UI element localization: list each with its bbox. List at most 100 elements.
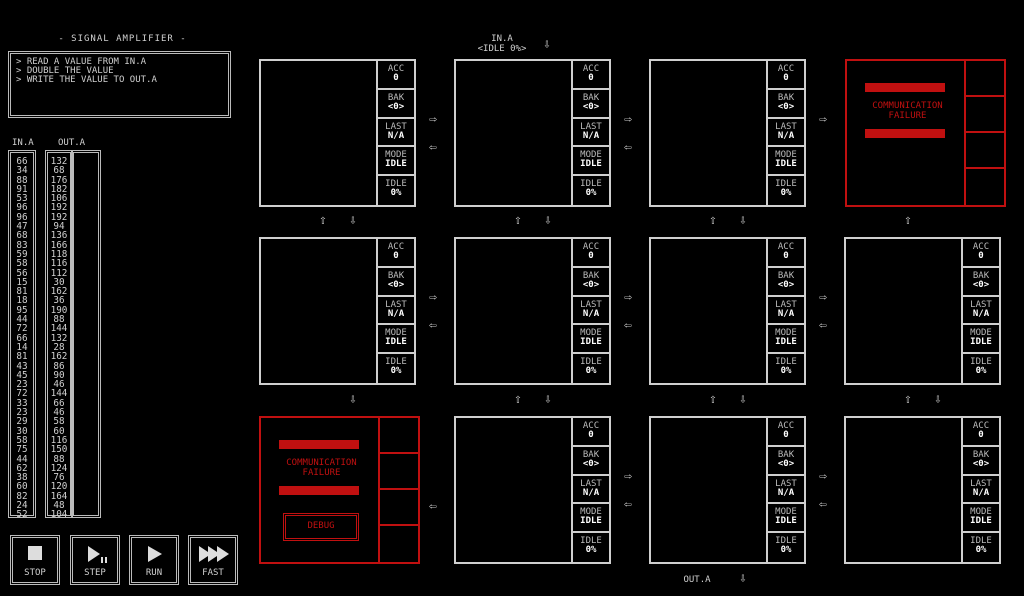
- register-label: LAST: [580, 478, 602, 489]
- step-button[interactable]: STEP: [70, 535, 120, 585]
- arrow-right: ⇨: [624, 469, 632, 484]
- register-label: ACC: [972, 242, 990, 252]
- register-value: 0%: [780, 545, 792, 556]
- arrow-left: ⇦: [429, 140, 437, 155]
- out-value: 162: [50, 351, 68, 363]
- register-label: LAST: [775, 299, 797, 310]
- in-value: 34: [16, 165, 28, 177]
- out-value: 116: [50, 258, 68, 270]
- description-line: > READ A VALUE FROM IN.A: [16, 57, 147, 67]
- arrow-right: ⇨: [429, 290, 437, 305]
- fast-button[interactable]: FAST: [188, 535, 238, 585]
- input-status: <IDLE 0%>: [477, 44, 527, 54]
- fail-bar: [865, 83, 945, 92]
- register-bak: BAK<0>: [963, 268, 999, 297]
- register-value: <0>: [387, 279, 405, 290]
- input-name: IN.A: [491, 34, 513, 44]
- node-code[interactable]: [651, 61, 772, 205]
- arrow-up: ⇧: [514, 392, 522, 407]
- out-value: 166: [50, 239, 68, 251]
- node-code[interactable]: [846, 418, 967, 562]
- node-code[interactable]: [456, 239, 577, 383]
- arrow-right: ⇨: [429, 112, 437, 127]
- register-cell: [966, 61, 1004, 97]
- register-label: BAK: [777, 449, 795, 460]
- out-value: 46: [53, 379, 65, 391]
- register-value: <0>: [972, 458, 990, 469]
- puzzle-description: > READ A VALUE FROM IN.A > DOUBLE THE VA…: [8, 51, 231, 118]
- out-value: 182: [50, 183, 68, 195]
- node-code[interactable]: [651, 239, 772, 383]
- register-cell: [966, 133, 1004, 169]
- arrow-up: ⇧: [904, 392, 912, 407]
- register-value: <0>: [582, 458, 600, 469]
- out-value: 118: [50, 248, 68, 260]
- run-button[interactable]: RUN: [129, 535, 179, 585]
- output-label: OUT.A: [683, 575, 711, 585]
- out-value: 88: [53, 314, 65, 326]
- register-value: N/A: [582, 308, 600, 319]
- node-code[interactable]: [456, 418, 577, 562]
- arrow-right: ⇨: [819, 112, 827, 127]
- node-code[interactable]: [261, 61, 382, 205]
- node-code[interactable]: [261, 239, 382, 383]
- node-code[interactable]: [456, 61, 577, 205]
- in-value: 58: [16, 434, 28, 446]
- register-bak: BAK<0>: [573, 447, 609, 476]
- arrow-right: ⇨: [819, 290, 827, 305]
- node-code[interactable]: [651, 418, 772, 562]
- register-value: 0: [588, 73, 594, 83]
- register-label: MODE: [775, 328, 797, 339]
- arrow-down: ⇩: [934, 392, 942, 407]
- register-label: ACC: [777, 64, 795, 74]
- register-label: ACC: [582, 242, 600, 252]
- register-value: 0%: [585, 545, 597, 556]
- out-value: 48: [53, 499, 65, 511]
- register-value: 0: [393, 73, 399, 83]
- register-cell: [966, 97, 1004, 133]
- out-value: 124: [50, 462, 68, 474]
- register-bak: BAK<0>: [573, 268, 609, 297]
- register-label: BAK: [582, 449, 600, 460]
- output-down-arrow: ⇩: [739, 571, 747, 586]
- register-value: 0: [978, 430, 984, 440]
- node-code[interactable]: [846, 239, 967, 383]
- register-label: IDLE: [385, 179, 407, 190]
- out-value: 190: [50, 304, 68, 316]
- register-label: IDLE: [775, 357, 797, 368]
- register-label: MODE: [580, 507, 602, 518]
- out-value: 192: [50, 211, 68, 223]
- register-value: N/A: [972, 308, 990, 319]
- register-value: 0: [783, 73, 789, 83]
- stop-button[interactable]: STOP: [10, 535, 60, 585]
- debug-button[interactable]: DEBUG: [283, 513, 359, 541]
- register-label: ACC: [387, 64, 405, 74]
- arrow-down: ⇩: [544, 213, 552, 228]
- in-value: 82: [16, 490, 28, 502]
